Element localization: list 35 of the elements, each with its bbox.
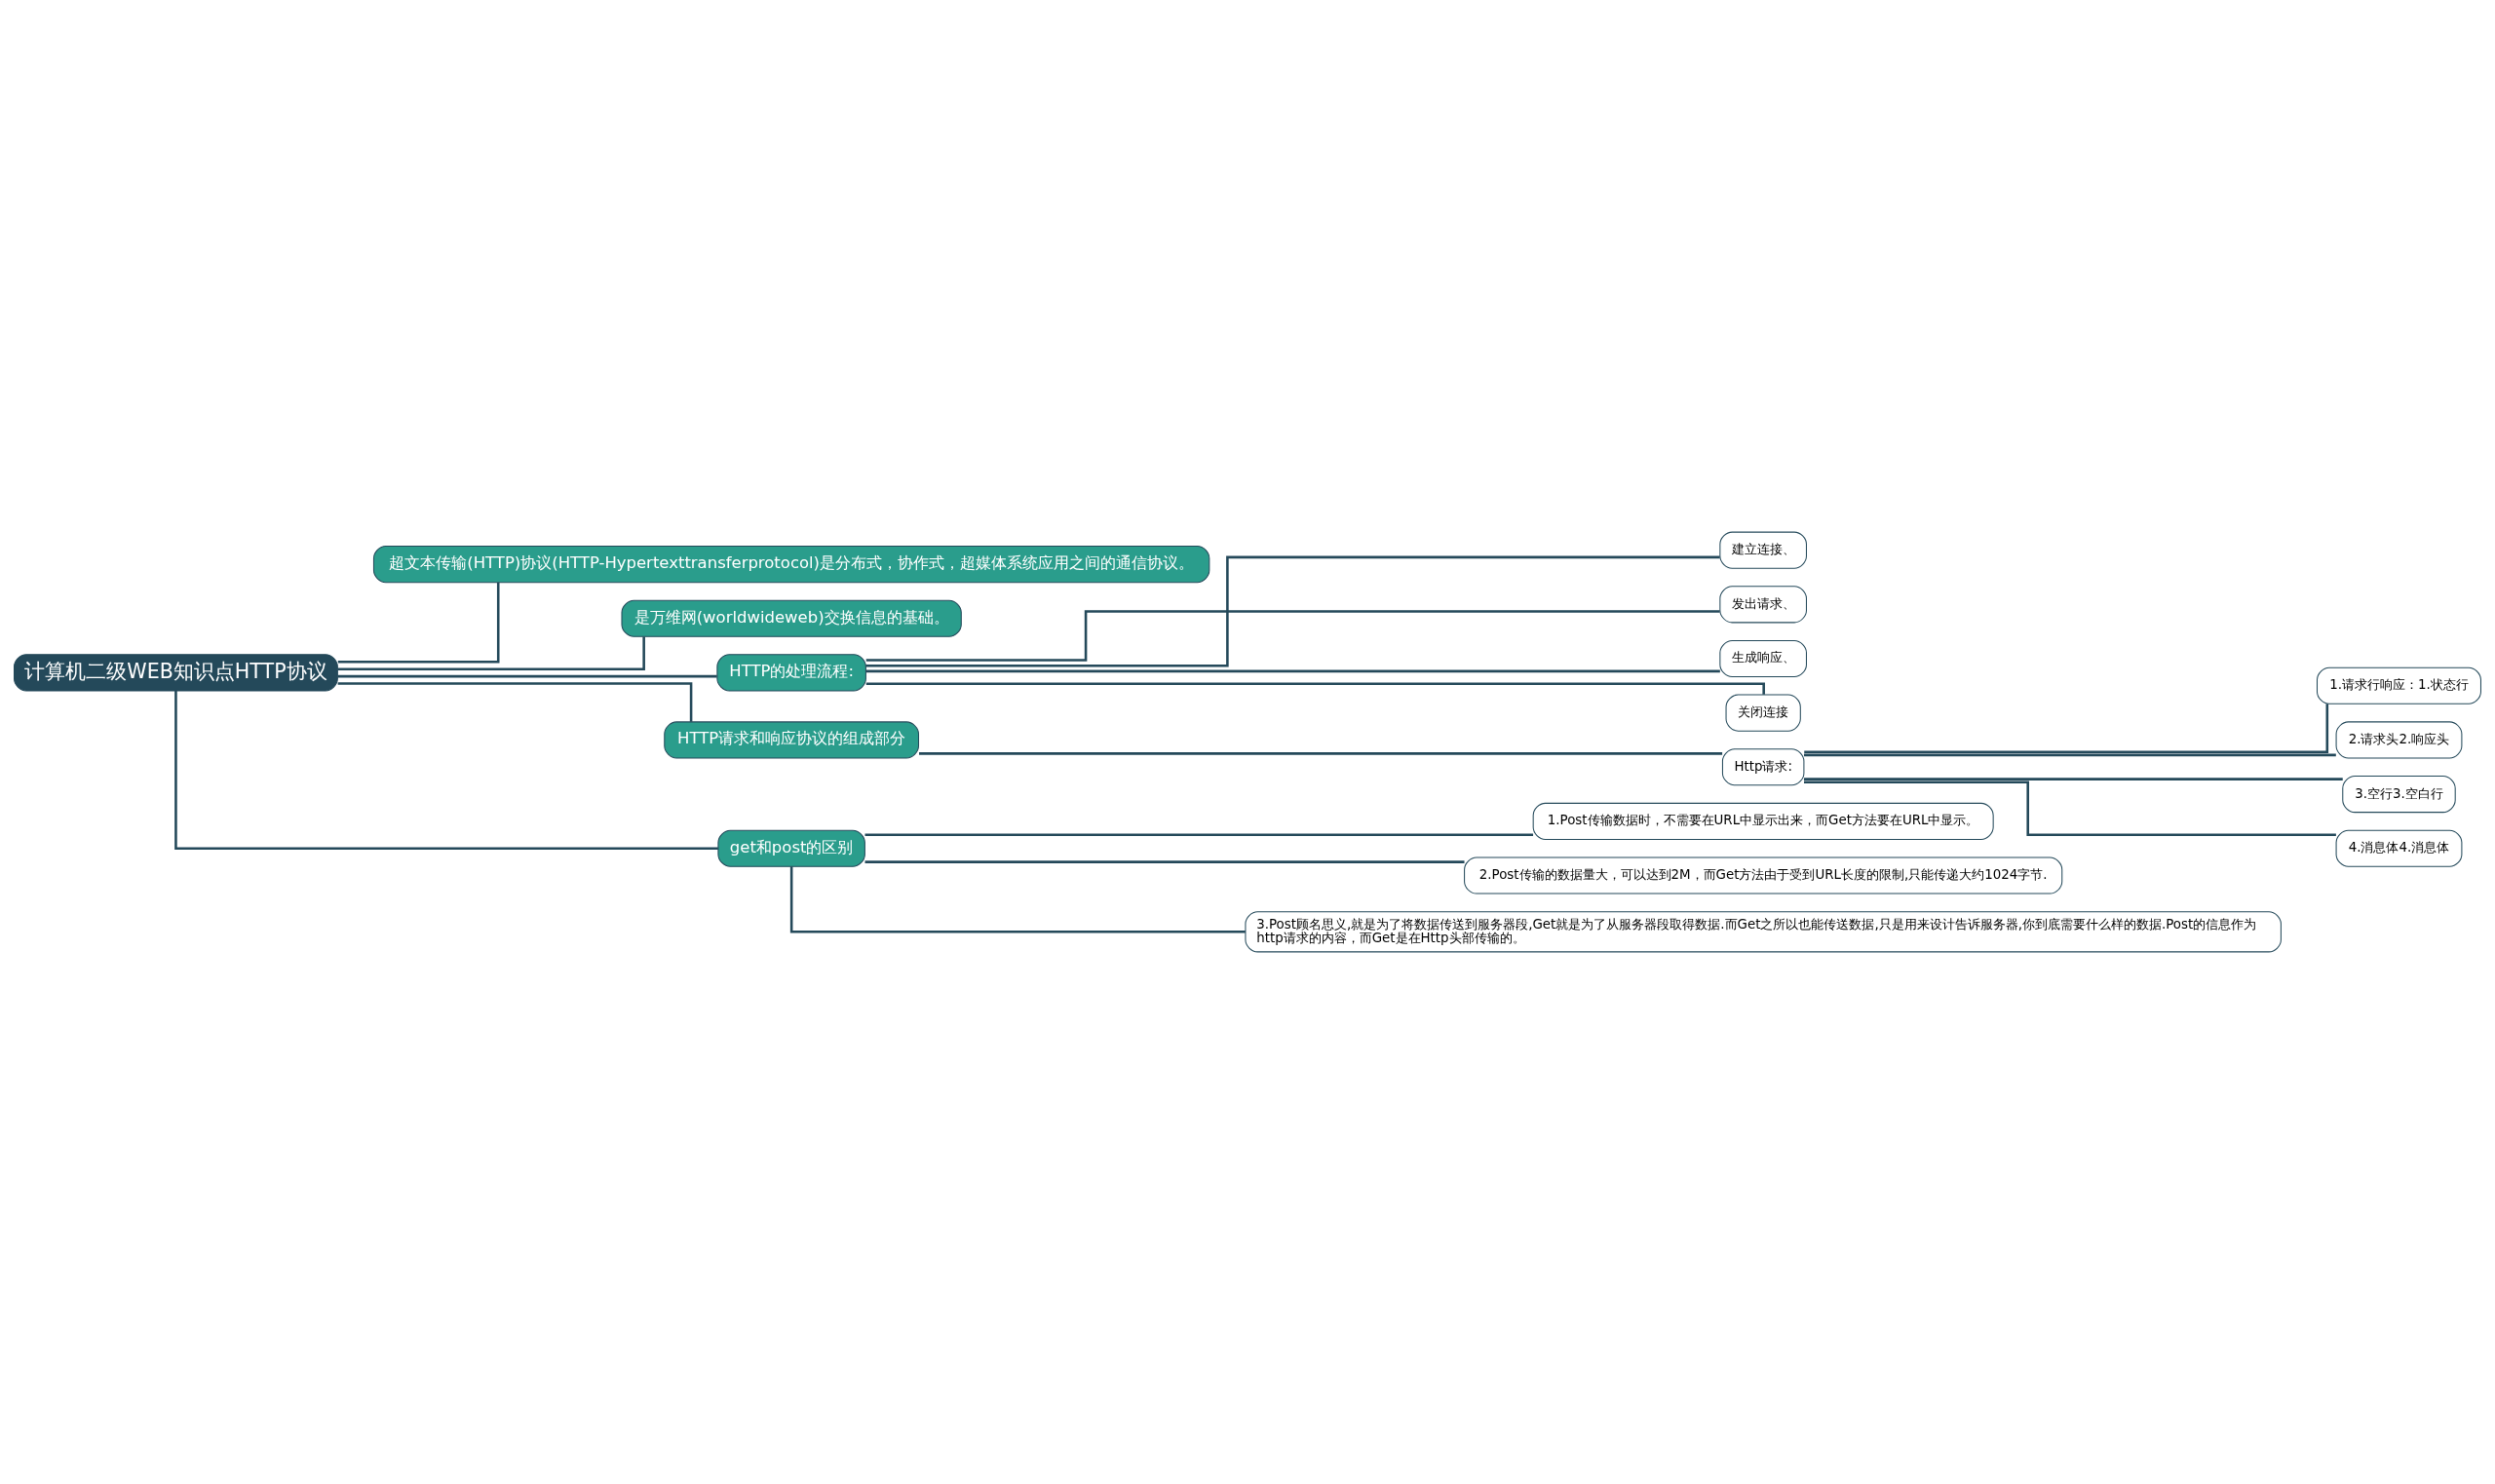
node-box: 关闭连接 xyxy=(1725,694,1801,732)
connector xyxy=(337,674,717,678)
node-box: 4.消息体4.消息体 xyxy=(2335,829,2463,867)
connector xyxy=(864,833,1534,837)
connector xyxy=(865,555,1720,667)
node-box: 3.空行3.空白行 xyxy=(2342,776,2456,814)
node-box: HTTP的处理流程: xyxy=(716,654,866,692)
node-box: 建立连接、 xyxy=(1719,531,1807,569)
connector xyxy=(865,610,1720,662)
connector xyxy=(1803,753,2336,757)
connector xyxy=(337,682,693,722)
node-box: 发出请求、 xyxy=(1719,586,1807,624)
connector xyxy=(919,752,1723,755)
connector xyxy=(1804,780,2336,837)
connector xyxy=(864,860,1465,863)
node-box: Http请求: xyxy=(1721,748,1805,786)
connector xyxy=(1803,778,2343,780)
connector xyxy=(337,636,645,670)
node-box: 超文本传输(HTTP)协议(HTTP-Hypertexttransferprotocol)是分布式，协作式，超媒体系统应用之间的通信协议。 xyxy=(372,546,1210,584)
node-box: 计算机二级WEB知识点HTTP协议 xyxy=(14,654,338,692)
node-box: 2.Post传输的数据量大，可以达到2M，而Get方法由于受到URL长度的限制,只能传递大约1024字节. xyxy=(1464,856,2063,894)
node-box: 3.Post顾名思义,就是为了将数据传送到服务器段,Get就是为了从服务器段取得数据.而Get之所以也能传送数据,只是用来设计告诉服务器,你到底需要什么样的数据.Post的信息作为http请求的内容，而Get是在Http头部传输的。 xyxy=(1245,911,2282,953)
connector xyxy=(865,682,1765,695)
connector xyxy=(789,866,1246,933)
node-box: 是万维网(worldwideweb)交换信息的基础。 xyxy=(621,599,962,637)
node-box: get和post的区别 xyxy=(717,829,865,867)
node-box: 1.请求行响应：1.状态行 xyxy=(2317,666,2481,704)
node-box: 1.Post传输数据时，不需要在URL中显示出来，而Get方法要在URL中显示。 xyxy=(1532,802,1994,840)
node-box: 2.请求头2.响应头 xyxy=(2335,721,2463,759)
node-box: HTTP请求和响应协议的组成部分 xyxy=(664,721,920,759)
connector xyxy=(1804,704,2329,754)
connector xyxy=(865,669,1720,673)
node-box: 生成响应、 xyxy=(1719,639,1807,678)
connector xyxy=(174,691,718,850)
connector xyxy=(337,582,500,664)
